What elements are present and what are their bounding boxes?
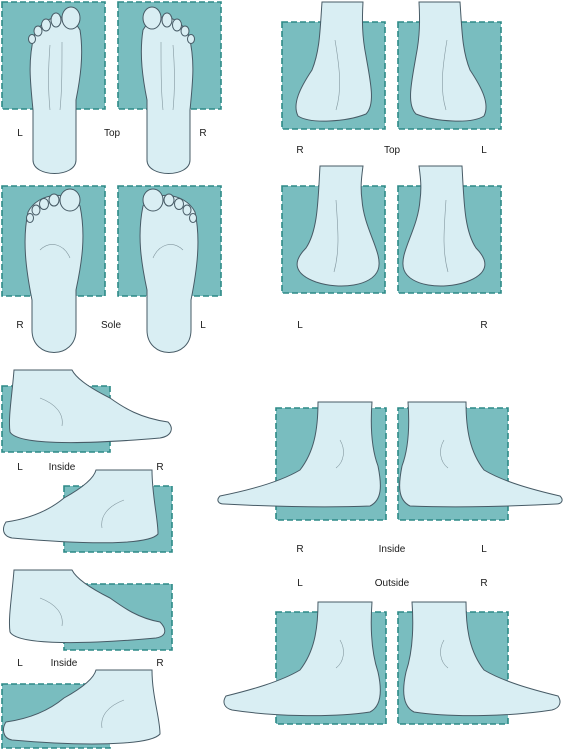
- toe: [182, 204, 192, 216]
- toe: [48, 193, 60, 207]
- label-sole-center: Sole: [100, 320, 122, 331]
- foot-inside-left: [9, 369, 172, 444]
- tendon-line: [48, 44, 51, 111]
- toe-big: [142, 6, 162, 30]
- toe: [26, 213, 34, 223]
- label-top-right-L: L: [481, 145, 487, 156]
- foot-front-inside-left: [399, 401, 563, 508]
- toe-big: [61, 6, 81, 30]
- toe: [33, 25, 43, 37]
- ankle-line: [101, 699, 125, 729]
- toe: [174, 198, 184, 210]
- label-inside1-center: Inside: [48, 462, 76, 473]
- toe: [28, 34, 36, 44]
- ankle-line: [39, 397, 63, 427]
- foot-detail-lines: [39, 39, 449, 729]
- toe: [31, 204, 41, 216]
- ankle-line: [39, 597, 63, 627]
- ankle-line: [335, 439, 344, 469]
- tendon-line: [59, 41, 63, 111]
- label-inside2-center: Inside: [50, 658, 78, 669]
- foot-top-right: [140, 16, 194, 174]
- ankle-line: [442, 39, 448, 111]
- foot-front-outside-right: [403, 601, 561, 717]
- label-top-right-center: Top: [383, 145, 401, 156]
- toe: [161, 12, 173, 28]
- label-back-R: R: [480, 320, 488, 331]
- toe: [189, 213, 197, 223]
- foot-back-right: [402, 165, 486, 287]
- ankle-line: [335, 639, 344, 669]
- foot-inside-right-2: [3, 669, 161, 745]
- foot-outlines: [3, 1, 563, 745]
- toe: [50, 12, 62, 28]
- foot-inside-right: [3, 469, 159, 544]
- foot-front-right: [295, 1, 372, 122]
- foot-front-left: [410, 1, 487, 122]
- ankle-line: [334, 39, 340, 111]
- label-front-outside-L: L: [297, 578, 303, 589]
- toe: [41, 18, 51, 32]
- label-inside1-R: R: [156, 462, 164, 473]
- label-sole-R: R: [16, 320, 24, 331]
- label-top-left-R: R: [199, 128, 207, 139]
- toe: [187, 34, 195, 44]
- tendon-line: [172, 44, 175, 111]
- ankle-line: [101, 499, 125, 529]
- label-front-outside-center: Outside: [374, 578, 410, 589]
- label-front-inside-L: L: [481, 544, 487, 555]
- foot-top-left: [29, 16, 83, 174]
- toe: [39, 198, 49, 210]
- foot-front-outside-left: [223, 601, 381, 717]
- toe: [180, 25, 190, 37]
- ankle-line: [440, 639, 449, 669]
- label-top-left-L: L: [17, 128, 23, 139]
- label-inside2-L: L: [17, 658, 23, 669]
- label-front-outside-R: R: [480, 578, 488, 589]
- ankle-line: [333, 199, 339, 273]
- label-front-inside-center: Inside: [378, 544, 406, 555]
- sole-line: [39, 244, 71, 259]
- foot-inside-left-2: [9, 569, 166, 644]
- label-top-right-R: R: [296, 145, 304, 156]
- label-inside2-R: R: [156, 658, 164, 669]
- ankle-line: [440, 439, 449, 469]
- foot-back-left: [296, 165, 380, 287]
- ankle-line: [443, 199, 449, 273]
- tendon-line: [160, 41, 164, 111]
- toe: [163, 193, 175, 207]
- label-top-left-center: Top: [103, 128, 121, 139]
- sole-line: [152, 244, 184, 259]
- foot-front-inside-right: [217, 401, 381, 508]
- toe-big: [59, 188, 81, 212]
- label-inside1-L: L: [17, 462, 23, 473]
- toe: [172, 18, 182, 32]
- toe-big: [142, 188, 164, 212]
- label-front-inside-R: R: [296, 544, 304, 555]
- label-back-L: L: [297, 320, 303, 331]
- label-sole-L: L: [200, 320, 206, 331]
